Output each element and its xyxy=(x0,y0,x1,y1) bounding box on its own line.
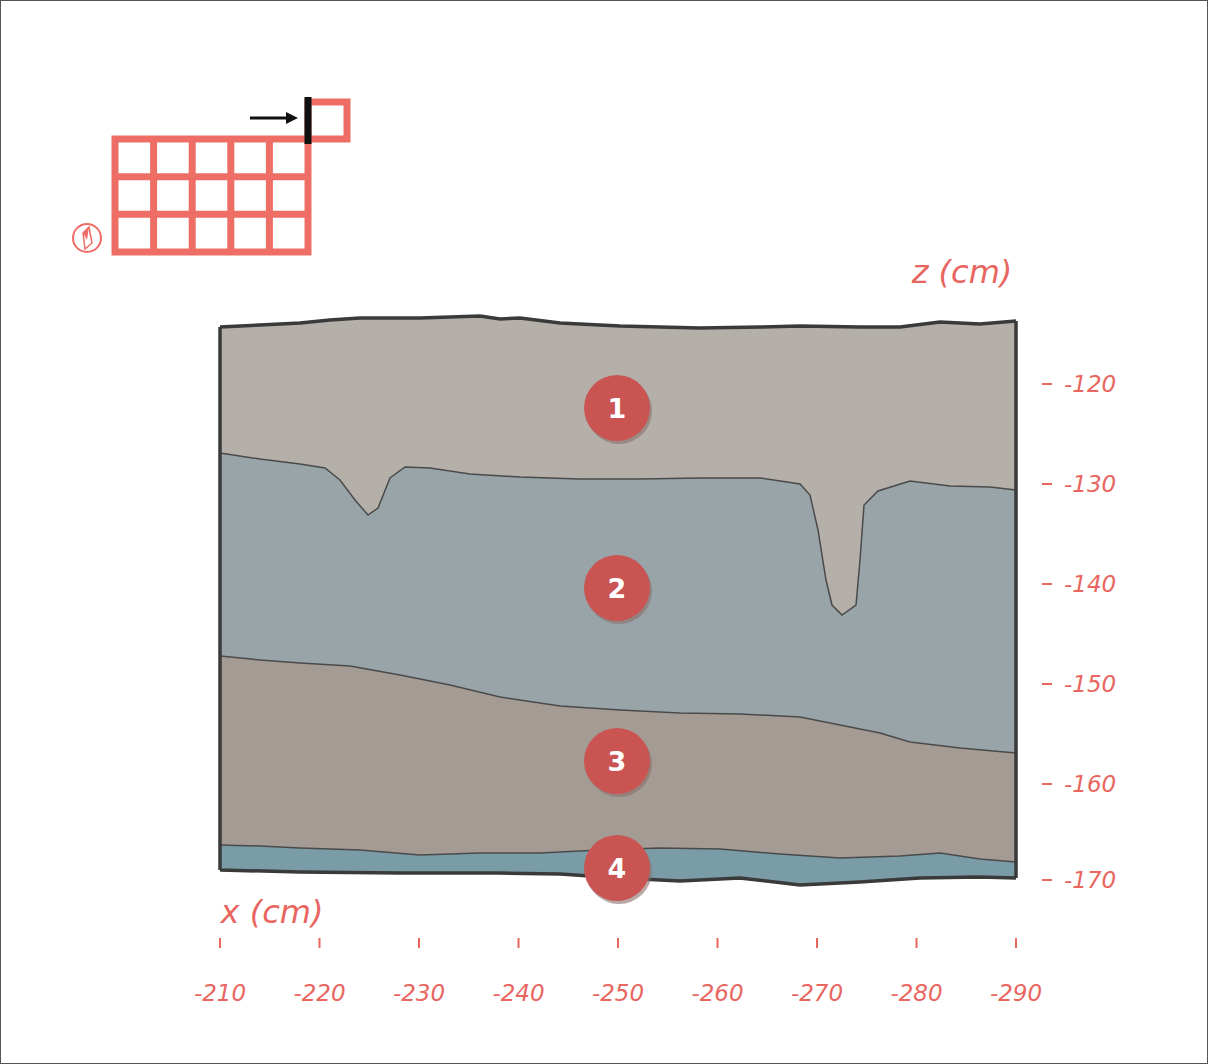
soil-layers xyxy=(220,316,1016,885)
site-plan xyxy=(115,102,347,252)
compass-symbol xyxy=(73,224,101,252)
tick-label: -220 xyxy=(293,980,345,1006)
callout-label: 1 xyxy=(608,393,627,424)
tick-label: -160 xyxy=(1064,771,1116,797)
axis-title: z (cm) xyxy=(912,253,1013,291)
callout-label: 2 xyxy=(608,573,627,604)
callout-number: 1 xyxy=(584,375,650,441)
callout-number: 3 xyxy=(584,728,650,794)
view-arrow xyxy=(250,112,298,124)
tick-label: -290 xyxy=(990,980,1042,1006)
tick-label: -260 xyxy=(691,980,743,1006)
callout-label: 4 xyxy=(608,853,627,884)
callout-number: 4 xyxy=(584,835,650,901)
soil-band xyxy=(220,656,1016,862)
tick-label: -130 xyxy=(1064,471,1116,497)
tick-label: -230 xyxy=(393,980,445,1006)
tick-label: -210 xyxy=(194,980,246,1006)
tick-label: -280 xyxy=(890,980,942,1006)
tick-label: -250 xyxy=(592,980,644,1006)
tick-label: -270 xyxy=(791,980,843,1006)
callout-number: 2 xyxy=(584,555,650,621)
axis-title: x (cm) xyxy=(221,893,324,931)
callout-label: 3 xyxy=(608,746,627,777)
tick-label: -240 xyxy=(492,980,544,1006)
layer-boundary xyxy=(220,453,1016,615)
tick-label: -120 xyxy=(1064,371,1116,397)
tick-label: -170 xyxy=(1064,867,1116,893)
tick-label: -140 xyxy=(1064,571,1116,597)
tick-label: -150 xyxy=(1064,671,1116,697)
axis-ticks xyxy=(220,384,1052,948)
section-outline xyxy=(220,316,1016,885)
section-line xyxy=(305,97,312,144)
